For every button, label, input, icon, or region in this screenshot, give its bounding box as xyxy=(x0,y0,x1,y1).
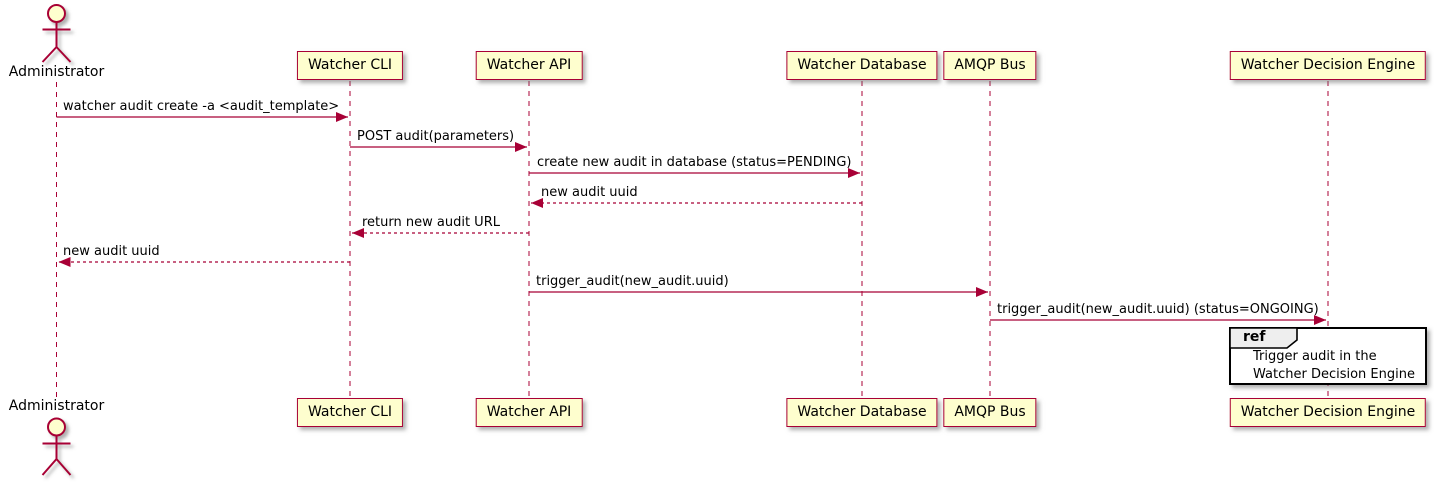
participant-watcher-cli-top: Watcher CLI xyxy=(296,51,404,80)
message-label-2: POST audit(parameters) xyxy=(357,129,515,144)
message-label-4: new audit uuid xyxy=(541,185,638,200)
message-label-3: create new audit in database (status=PEN… xyxy=(537,155,852,170)
ref-text-line: Watcher Decision Engine xyxy=(1253,367,1415,382)
participant-watcher-api-bottom: Watcher API xyxy=(475,398,583,427)
administrator-actor-icon-bottom xyxy=(41,417,72,476)
participant-watcher-api-top: Watcher API xyxy=(475,51,583,80)
ref-keyword: ref xyxy=(1243,329,1266,345)
message-label-5: return new audit URL xyxy=(362,215,500,230)
ref-text-line: Trigger audit in the xyxy=(1253,349,1377,364)
ref-fragment: ref Trigger audit in the Watcher Decisio… xyxy=(1229,327,1427,385)
message-label-1: watcher audit create -a <audit_template> xyxy=(63,99,340,114)
participant-watcher-decision-engine-bottom: Watcher Decision Engine xyxy=(1229,398,1427,427)
participant-watcher-database-top: Watcher Database xyxy=(786,51,938,80)
message-label-6: new audit uuid xyxy=(63,244,160,259)
actor-label-bottom: Administrator xyxy=(8,398,105,414)
actor-label-top: Administrator xyxy=(8,64,105,80)
message-label-8: trigger_audit(new_audit.uuid) (status=ON… xyxy=(997,302,1319,317)
participant-watcher-decision-engine-top: Watcher Decision Engine xyxy=(1229,51,1427,80)
participant-amqp-bus-bottom: AMQP Bus xyxy=(943,398,1037,427)
ref-tag xyxy=(1229,327,1298,349)
message-label-7: trigger_audit(new_audit.uuid) xyxy=(536,274,729,289)
message-arrows xyxy=(56,112,1326,325)
participant-amqp-bus-top: AMQP Bus xyxy=(943,51,1037,80)
participant-watcher-cli-bottom: Watcher CLI xyxy=(296,398,404,427)
administrator-actor-icon-top xyxy=(41,4,72,63)
participant-watcher-database-bottom: Watcher Database xyxy=(786,398,938,427)
lifelines xyxy=(56,81,1329,398)
